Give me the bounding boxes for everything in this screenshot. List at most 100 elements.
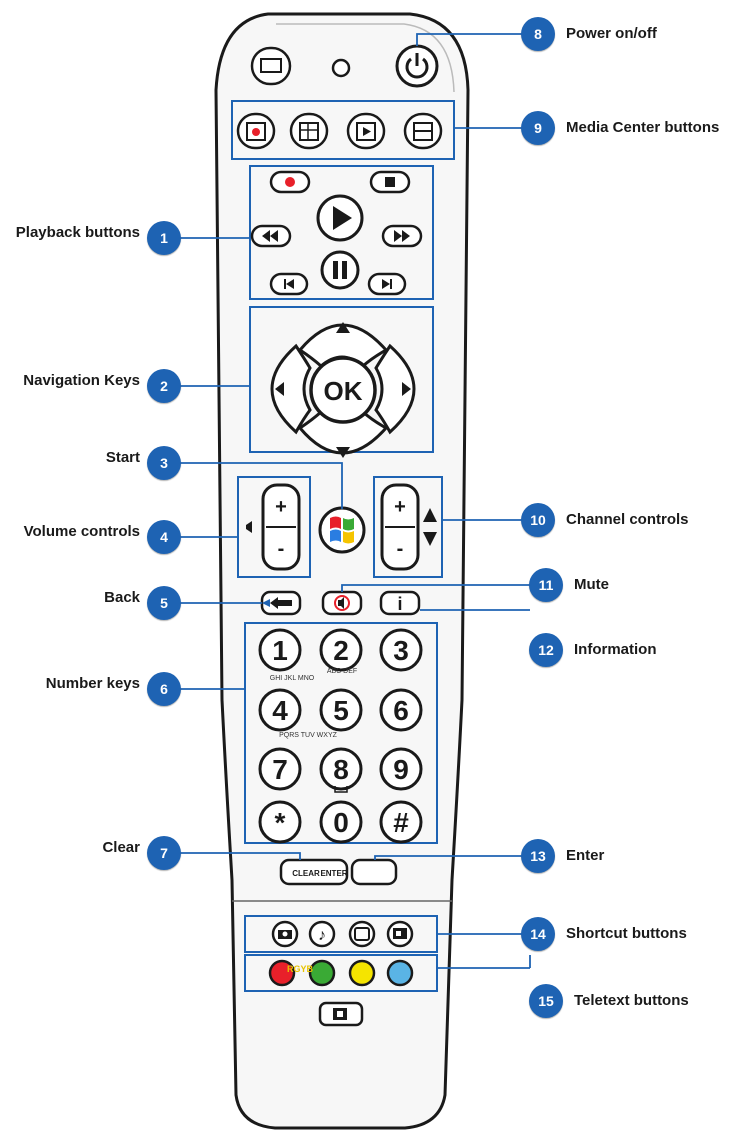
teletext-button-4[interactable]: [386, 959, 414, 987]
volume-down-label: -: [278, 538, 285, 560]
callout-4: 4: [147, 520, 181, 554]
label-left-4: Volume controls: [23, 523, 140, 540]
number-key-label: 6: [393, 695, 409, 726]
stop-button[interactable]: [369, 170, 411, 194]
number-key-10[interactable]: *: [258, 800, 302, 844]
number-key-6[interactable]: 6: [379, 688, 423, 732]
space-hint-icon: [334, 786, 348, 793]
label-right-13: Enter: [566, 847, 605, 864]
callout-9: 9: [521, 111, 555, 145]
number-key-3[interactable]: 3: [379, 628, 423, 672]
number-key-5[interactable]: 5: [319, 688, 363, 732]
number-key-8[interactable]: 8: [319, 747, 363, 791]
previous-track-button[interactable]: [269, 272, 309, 296]
recorded-tv-button[interactable]: [236, 112, 276, 150]
info-label: i: [397, 594, 402, 614]
nav-right-button[interactable]: [374, 343, 416, 435]
fast-forward-button[interactable]: [381, 224, 423, 248]
callout-6: 6: [147, 672, 181, 706]
number-key-label: 3: [393, 635, 409, 666]
windows-logo-icon: [330, 516, 354, 544]
number-key-2[interactable]: 2: [319, 628, 363, 672]
number-key-label: 4: [272, 695, 288, 726]
live-tv-button[interactable]: [346, 112, 386, 150]
label-left-1: Playback buttons: [15, 224, 140, 241]
teletext-button-1[interactable]: [268, 959, 296, 987]
next-track-button[interactable]: [367, 272, 407, 296]
number-key-11[interactable]: 0: [319, 800, 363, 844]
volume-group: [237, 476, 311, 578]
info-button[interactable]: i: [379, 590, 421, 616]
number-key-label: 9: [393, 754, 409, 785]
teletext-button-3[interactable]: [348, 959, 376, 987]
music-button[interactable]: ♪: [308, 920, 336, 948]
label-left-5: Back: [104, 589, 140, 606]
media-center-group: [231, 100, 455, 160]
number-key-label: #: [393, 807, 409, 838]
videos-button[interactable]: [348, 920, 376, 948]
ok-label: OK: [324, 376, 363, 406]
letter-hint: ABC DEF: [327, 668, 357, 675]
teletext-toggle-button[interactable]: [318, 1001, 364, 1027]
clear-enter-button[interactable]: CLEAR ENTER: [279, 858, 349, 886]
callout-8: 8: [521, 17, 555, 51]
play-button[interactable]: [316, 194, 364, 242]
pause-button[interactable]: [320, 250, 360, 290]
leader-lines: [180, 33, 531, 969]
enter-button[interactable]: [350, 858, 398, 886]
label-left-3: Start: [105, 449, 140, 466]
back-button[interactable]: [260, 590, 302, 616]
callout-7: 7: [147, 836, 181, 870]
aspect-ratio-button[interactable]: [250, 46, 292, 86]
number-key-label: 8: [333, 754, 349, 785]
channel-group: [373, 476, 443, 578]
number-key-7[interactable]: 7: [258, 747, 302, 791]
teletext-keys: [268, 959, 414, 987]
music-note-icon: ♪: [318, 927, 326, 944]
channel-up-label: +: [394, 496, 406, 518]
number-key-label: 0: [333, 807, 349, 838]
number-key-4[interactable]: 4: [258, 688, 302, 732]
teletext-group: [244, 954, 438, 992]
label-left-6: Number keys: [45, 675, 140, 692]
letter-hint: GHI JKL MNO: [270, 675, 315, 682]
callout-3: 3: [147, 446, 181, 480]
number-key-9[interactable]: 9: [379, 747, 423, 791]
label-right-8: Power on/off: [566, 25, 657, 42]
callout-12: 12: [529, 633, 563, 667]
callout-2: 2: [147, 369, 181, 403]
rewind-button[interactable]: [250, 224, 292, 248]
number-key-label: 5: [333, 695, 349, 726]
number-key-12[interactable]: #: [379, 800, 423, 844]
teletext-button-2[interactable]: [308, 959, 336, 987]
mute-button[interactable]: [321, 590, 363, 616]
label-right-12: Information: [574, 641, 657, 658]
tv-button[interactable]: [386, 920, 414, 948]
start-button[interactable]: [318, 506, 366, 554]
nav-left-button[interactable]: [270, 343, 312, 435]
number-key-1[interactable]: 1: [258, 628, 302, 672]
record-button[interactable]: [269, 170, 311, 194]
volume-up-label: +: [275, 496, 287, 518]
callout-14: 14: [521, 917, 555, 951]
power-icon: [405, 57, 429, 79]
label-right-15: Teletext buttons: [574, 992, 689, 1009]
remote-body: [214, 12, 470, 1130]
callout-5: 5: [147, 586, 181, 620]
number-key-label: *: [275, 807, 286, 838]
clear-label: CLEAR: [292, 869, 320, 878]
callout-15: 15: [529, 984, 563, 1018]
ok-button[interactable]: [309, 356, 377, 424]
dvd-menu-button[interactable]: [403, 112, 443, 150]
channel-arrows-icon: [423, 508, 437, 546]
pictures-button[interactable]: [271, 920, 299, 948]
guide-button[interactable]: [289, 112, 329, 150]
enter-label: ENTER: [320, 869, 347, 878]
playback-group: [249, 165, 434, 300]
label-right-9: Media Center buttons: [566, 119, 720, 136]
callout-11: 11: [529, 568, 563, 602]
number-key-label: 7: [272, 754, 288, 785]
label-left-2: Navigation Keys: [23, 372, 140, 389]
